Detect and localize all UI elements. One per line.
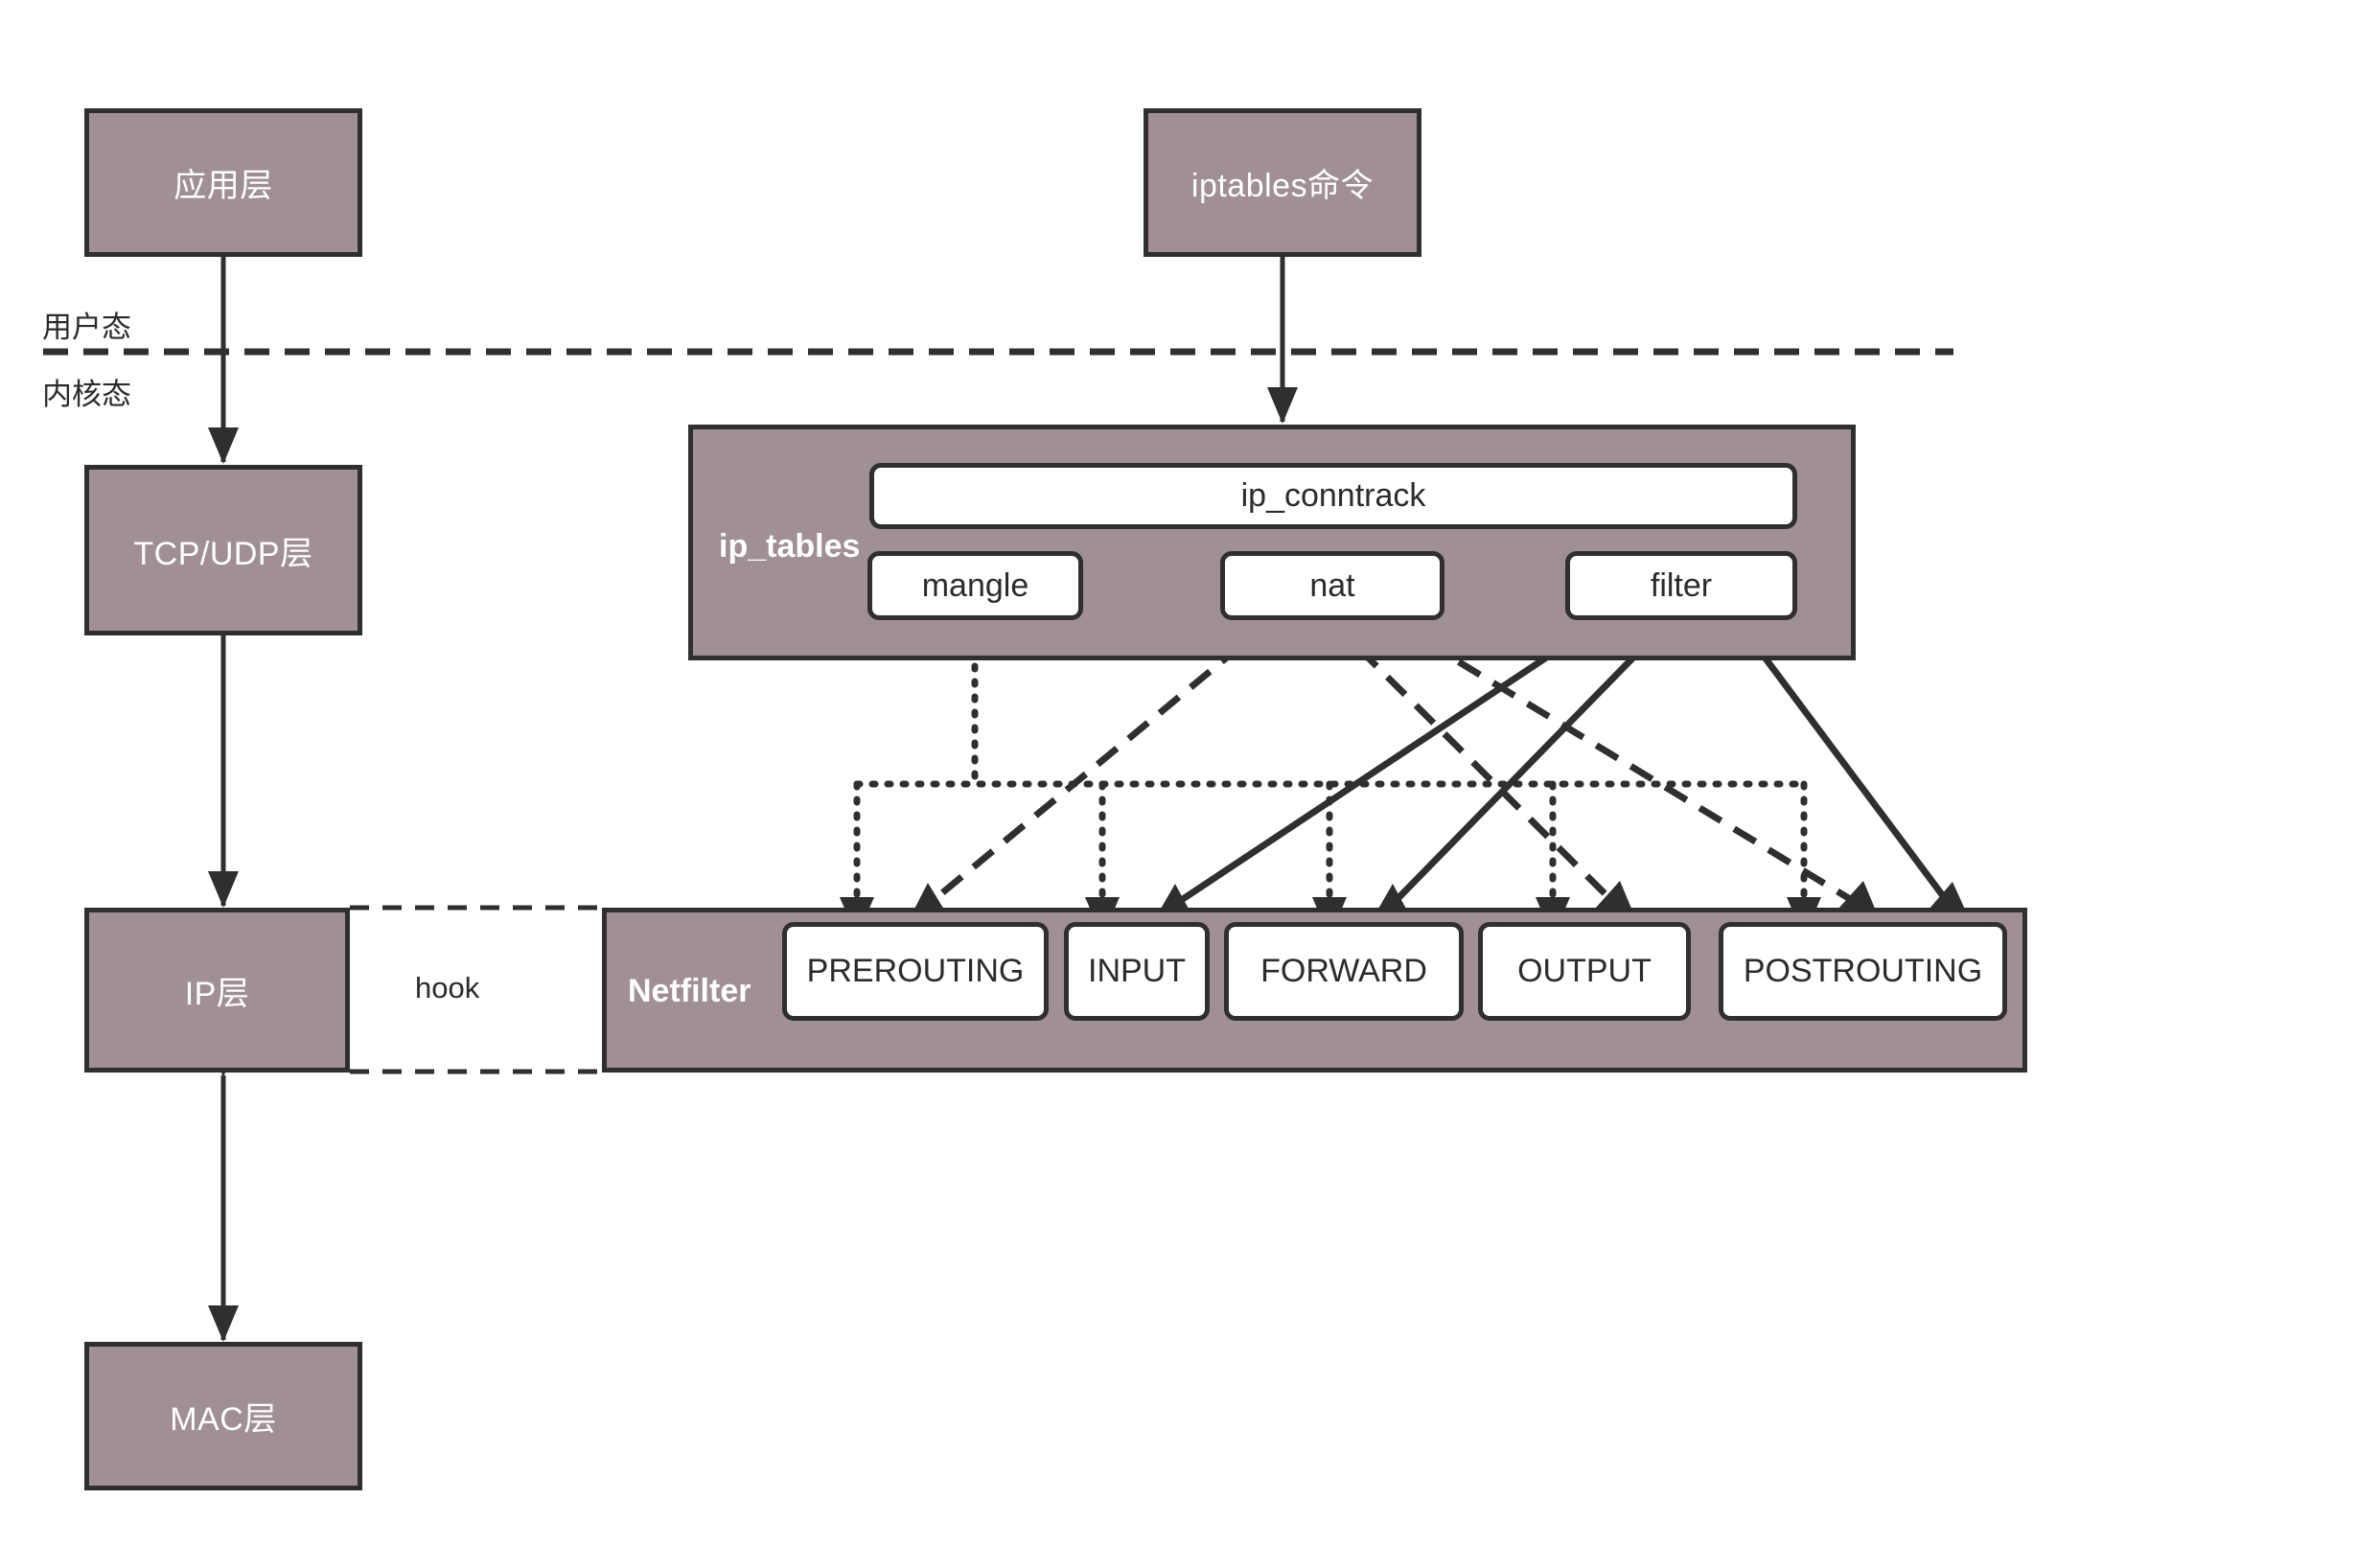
chain-output-label: OUTPUT <box>1517 953 1652 989</box>
chain-input-box[interactable]: INPUT <box>1064 922 1210 1021</box>
iptables-command-box[interactable]: iptables命令 <box>1144 108 1421 257</box>
hook-label: hook <box>415 971 480 1004</box>
mangle-edges <box>853 616 1808 914</box>
user-mode-label: 用户态 <box>42 311 131 344</box>
ip-tables-container[interactable] <box>688 425 1856 660</box>
tcp-udp-layer-label: TCP/UDP层 <box>133 535 313 572</box>
mangle-table-label: mangle <box>921 566 1029 604</box>
app-layer-label: 应用层 <box>173 168 273 204</box>
chain-postrouting-label: POSTROUTING <box>1743 953 1983 989</box>
ip-layer-label: IP层 <box>184 975 250 1012</box>
tcp-udp-layer-box[interactable]: TCP/UDP层 <box>84 465 362 635</box>
nat-edges <box>925 617 1861 908</box>
netfilter-group-label: Netfilter <box>628 973 751 1009</box>
iptables-command-label: iptables命令 <box>1190 168 1375 204</box>
chain-input-label: INPUT <box>1088 953 1186 989</box>
filter-edges <box>1172 617 1953 908</box>
chain-prerouting-box[interactable]: PREROUTING <box>782 922 1049 1021</box>
mangle-table-box[interactable]: mangle <box>867 551 1083 620</box>
nat-table-label: nat <box>1309 566 1355 604</box>
chain-prerouting-label: PREROUTING <box>806 953 1025 989</box>
nat-table-box[interactable]: nat <box>1220 551 1444 620</box>
mac-layer-box[interactable]: MAC层 <box>84 1342 362 1490</box>
filter-table-label: filter <box>1650 566 1713 604</box>
chain-forward-label: FORWARD <box>1260 953 1427 989</box>
chain-output-box[interactable]: OUTPUT <box>1478 922 1691 1021</box>
kernel-mode-label: 内核态 <box>42 378 131 411</box>
mac-layer-label: MAC层 <box>170 1401 277 1438</box>
ip-layer-box[interactable]: IP层 <box>84 908 350 1073</box>
ip-conntrack-box[interactable]: ip_conntrack <box>869 463 1797 529</box>
ip-tables-group-label: ip_tables <box>719 528 861 565</box>
chain-postrouting-box[interactable]: POSTROUTING <box>1719 922 2007 1021</box>
app-layer-box[interactable]: 应用层 <box>84 108 362 257</box>
chain-forward-box[interactable]: FORWARD <box>1224 922 1464 1021</box>
filter-table-box[interactable]: filter <box>1565 551 1797 620</box>
ip-conntrack-label: ip_conntrack <box>1240 477 1426 514</box>
